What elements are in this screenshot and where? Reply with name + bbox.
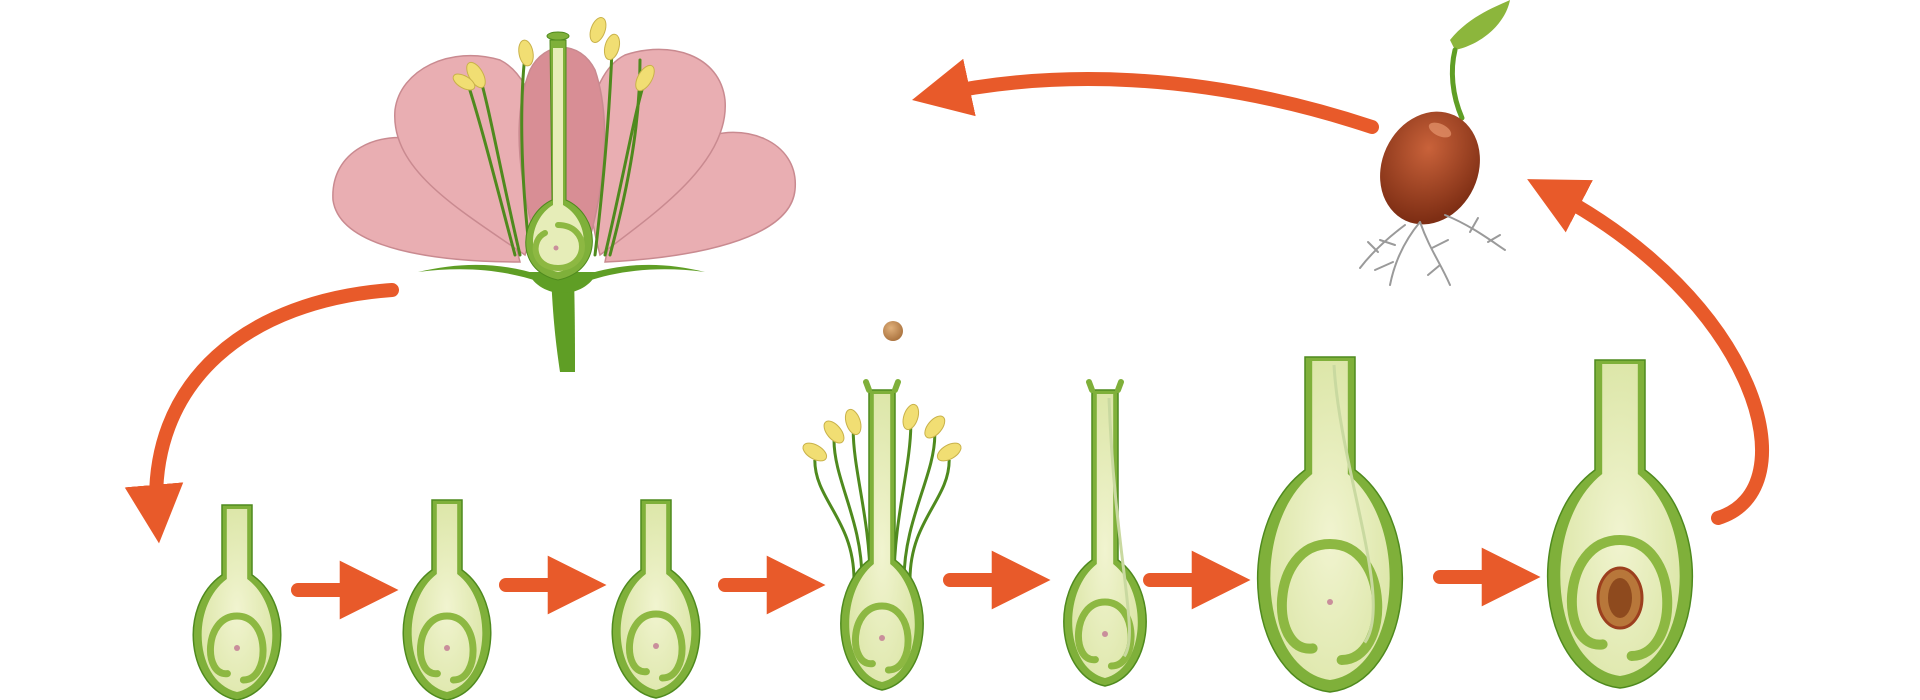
filament xyxy=(832,439,864,581)
egg-cell xyxy=(653,643,659,649)
anther xyxy=(635,64,655,92)
cotyledon-leaf xyxy=(1450,0,1510,50)
anther xyxy=(452,73,476,91)
flower-ovule-cell xyxy=(553,245,559,251)
cycle-arrows xyxy=(124,58,1769,620)
ovule xyxy=(1074,598,1135,670)
anther xyxy=(589,17,607,43)
anther xyxy=(823,420,845,444)
egg-cell xyxy=(1327,599,1333,605)
stigma xyxy=(1086,379,1124,393)
ovule xyxy=(851,602,912,674)
anther xyxy=(603,33,621,61)
ovule xyxy=(416,612,477,684)
ovary-1-stage xyxy=(192,504,282,700)
ovary-cavity xyxy=(201,509,273,692)
egg-cell xyxy=(444,645,450,651)
ovary-cavity xyxy=(411,504,483,692)
arrow-seedling-to-flower xyxy=(912,58,1379,134)
receptacle xyxy=(528,272,597,293)
anther xyxy=(902,403,920,431)
developing-seed-stage xyxy=(1256,356,1404,693)
ovary-cavity xyxy=(1560,364,1680,676)
filament xyxy=(902,434,937,581)
stigma xyxy=(863,379,901,393)
embryo xyxy=(1608,578,1632,618)
flower-ovule xyxy=(532,222,585,272)
arrow-seed-to-seedling xyxy=(1527,179,1769,525)
sepal-left xyxy=(418,264,540,282)
arrow-flower-to-ovary xyxy=(124,283,399,544)
roots xyxy=(1359,214,1506,286)
stamens xyxy=(452,17,655,257)
seed-icon xyxy=(1380,111,1480,225)
ovary-cavity xyxy=(620,504,692,690)
anther xyxy=(802,442,828,462)
ovule xyxy=(625,610,686,682)
flower xyxy=(332,17,796,372)
germinating-seed xyxy=(1359,0,1510,286)
seed-highlight xyxy=(1428,122,1452,138)
pollen-tube xyxy=(1332,364,1375,644)
filament xyxy=(892,424,913,581)
sepal-right xyxy=(585,264,705,282)
hypocotyl xyxy=(1449,47,1465,121)
flower-pistil-inner xyxy=(533,48,584,272)
egg-cell xyxy=(234,645,240,651)
anther xyxy=(936,442,962,462)
ovary-cavity xyxy=(1270,361,1390,680)
egg-cell xyxy=(1102,631,1108,637)
egg-cell xyxy=(879,635,885,641)
ovule xyxy=(1566,534,1673,661)
anther xyxy=(924,415,946,439)
ovary-2-stage xyxy=(402,499,492,700)
flower-stigma xyxy=(546,31,570,41)
ovary-stages xyxy=(192,356,1694,700)
ovule xyxy=(1276,538,1383,665)
anther xyxy=(844,408,862,436)
fertilization-stage xyxy=(1063,379,1147,687)
anther xyxy=(518,39,534,67)
mature-seed-stage xyxy=(1546,359,1694,689)
pollination-stage xyxy=(802,379,962,691)
filament xyxy=(908,459,951,581)
ovary-3-stage xyxy=(611,499,701,699)
pollen-tube xyxy=(1107,397,1131,658)
pollen-grain-icon xyxy=(883,321,903,341)
flower-stem xyxy=(551,275,575,372)
ovule xyxy=(206,612,267,684)
filament xyxy=(813,459,856,581)
